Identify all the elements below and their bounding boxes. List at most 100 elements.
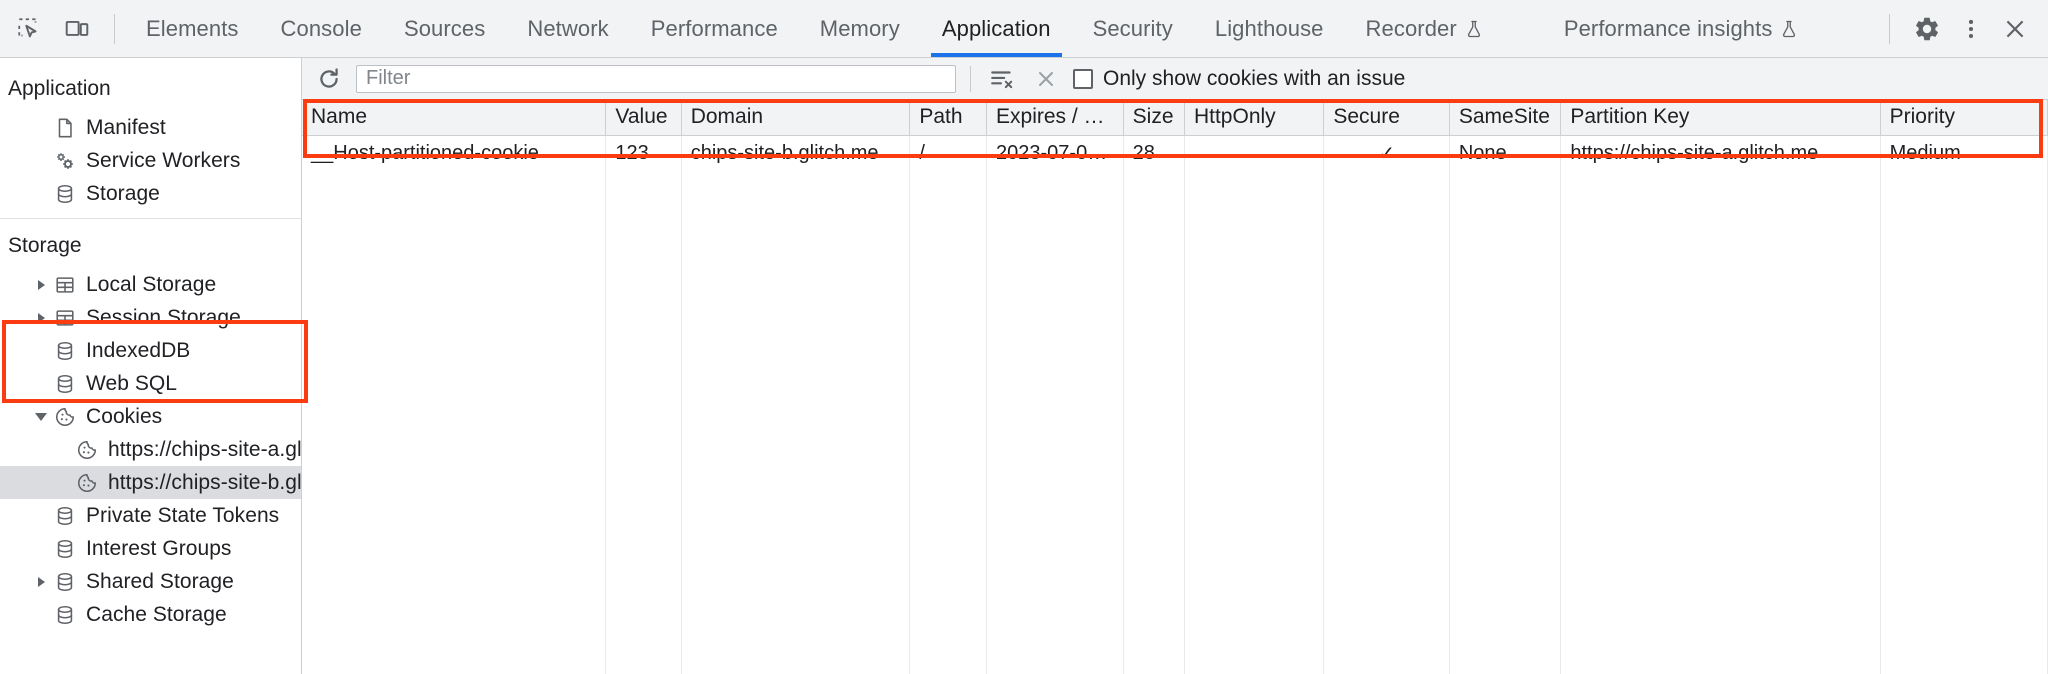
sidebar-item-label: Shared Storage bbox=[86, 569, 234, 593]
sidebar-item-indexeddb[interactable]: IndexedDB bbox=[0, 334, 301, 367]
table-filler-row bbox=[302, 315, 2048, 351]
panel-tabs: Elements Console Sources Network Performance… bbox=[125, 0, 1883, 57]
tab-application[interactable]: Application bbox=[921, 0, 1072, 57]
experimental-flask-icon bbox=[1464, 18, 1484, 40]
chevron-right-icon[interactable] bbox=[30, 279, 52, 290]
tab-memory[interactable]: Memory bbox=[799, 0, 921, 57]
more-vertical-icon[interactable] bbox=[1950, 8, 1992, 50]
cell-name: __Host-partitioned-cookie bbox=[302, 135, 607, 171]
filter-divider bbox=[970, 65, 971, 92]
tabbar-right-divider bbox=[1889, 13, 1890, 44]
inspect-element-icon[interactable] bbox=[8, 8, 50, 50]
table-filler-row bbox=[302, 243, 2048, 279]
sidebar-item-service-workers[interactable]: Service Workers bbox=[0, 144, 301, 177]
tab-spacer bbox=[1505, 0, 1543, 57]
tab-network[interactable]: Network bbox=[506, 0, 629, 57]
tab-elements[interactable]: Elements bbox=[125, 0, 260, 57]
tab-label: Console bbox=[280, 15, 362, 41]
cell-priority: Medium bbox=[1880, 135, 2048, 171]
column-header-priority[interactable]: Priority bbox=[1880, 100, 2048, 136]
table-filler-row bbox=[302, 423, 2048, 459]
sidebar-item-https-chips-site-b-glitch-me[interactable]: https://chips-site-b.glitch.me bbox=[0, 466, 301, 499]
sidebar-section-title: Storage bbox=[8, 234, 82, 257]
cell-expires-m: 2023-07-07… bbox=[986, 135, 1124, 171]
sidebar-item-private-state-tokens[interactable]: Private State Tokens bbox=[0, 499, 301, 532]
column-header-secure[interactable]: Secure bbox=[1323, 100, 1450, 136]
cell-secure: ✓ bbox=[1323, 135, 1450, 171]
column-header-samesite[interactable]: SameSite bbox=[1449, 100, 1562, 136]
sidebar-item-label: https://chips-site-a.glitch.me bbox=[108, 437, 302, 461]
column-header-partition-key[interactable]: Partition Key bbox=[1560, 100, 1881, 136]
tab-performance-insights[interactable]: Performance insights bbox=[1543, 0, 1821, 57]
sidebar-item-storage[interactable]: Storage bbox=[0, 177, 301, 210]
table-filler-row bbox=[302, 207, 2048, 243]
cookies-panel: Only show cookies with an issue NameValu… bbox=[302, 58, 2048, 674]
refresh-icon[interactable] bbox=[312, 62, 346, 96]
sidebar-item-label: Storage bbox=[86, 181, 160, 205]
gears-icon bbox=[52, 148, 78, 174]
tab-label: Performance insights bbox=[1563, 15, 1773, 41]
tab-recorder[interactable]: Recorder bbox=[1345, 0, 1505, 57]
column-header-domain[interactable]: Domain bbox=[681, 100, 911, 136]
column-header-httponly[interactable]: HttpOnly bbox=[1184, 100, 1325, 136]
cookie-icon bbox=[52, 404, 78, 430]
tab-performance[interactable]: Performance bbox=[630, 0, 799, 57]
table-filler-row bbox=[302, 279, 2048, 315]
sidebar-item-label: Local Storage bbox=[86, 272, 217, 296]
tab-label: Recorder bbox=[1365, 15, 1457, 41]
database-icon bbox=[52, 536, 78, 562]
column-header-value[interactable]: Value bbox=[605, 100, 682, 136]
chevron-right-icon[interactable] bbox=[30, 312, 52, 323]
device-toolbar-icon[interactable] bbox=[56, 8, 98, 50]
column-header-name[interactable]: Name bbox=[302, 100, 607, 136]
clear-filtered-icon[interactable] bbox=[985, 62, 1019, 96]
tab-label: Application bbox=[941, 15, 1051, 41]
column-header-path[interactable]: Path bbox=[909, 100, 988, 136]
search-input[interactable] bbox=[356, 64, 956, 93]
column-header-size[interactable]: Size bbox=[1123, 100, 1185, 136]
close-icon[interactable] bbox=[1994, 8, 2036, 50]
sidebar-item-web-sql[interactable]: Web SQL bbox=[0, 367, 301, 400]
table-filler-row bbox=[302, 639, 2048, 674]
cell-httponly bbox=[1184, 135, 1325, 171]
database-icon bbox=[52, 338, 78, 364]
sidebar-item-cache-storage[interactable]: Cache Storage bbox=[0, 598, 301, 631]
database-icon bbox=[52, 602, 78, 628]
devtools-tabbar: Elements Console Sources Network Performance… bbox=[0, 0, 2048, 58]
database-icon bbox=[52, 503, 78, 529]
chevron-down-icon[interactable] bbox=[30, 412, 52, 421]
tab-console[interactable]: Console bbox=[260, 0, 383, 57]
gear-icon[interactable] bbox=[1906, 8, 1948, 50]
tab-lighthouse[interactable]: Lighthouse bbox=[1194, 0, 1345, 57]
sidebar-item-interest-groups[interactable]: Interest Groups bbox=[0, 532, 301, 565]
database-icon bbox=[52, 181, 78, 207]
checkbox-box[interactable] bbox=[1073, 68, 1093, 89]
only-show-issues-checkbox[interactable]: Only show cookies with an issue bbox=[1073, 67, 1405, 91]
sidebar-item-session-storage[interactable]: Session Storage bbox=[0, 301, 301, 334]
sidebar-item-shared-storage[interactable]: Shared Storage bbox=[0, 565, 301, 598]
table-filler-row bbox=[302, 171, 2048, 207]
sidebar-item-cookies[interactable]: Cookies bbox=[0, 400, 301, 433]
tab-label: Network bbox=[527, 15, 609, 41]
sidebar-item-https-chips-site-a-glitch-me[interactable]: https://chips-site-a.glitch.me bbox=[0, 433, 301, 466]
database-icon bbox=[52, 569, 78, 595]
sidebar-item-label: Cache Storage bbox=[86, 602, 227, 626]
tab-security[interactable]: Security bbox=[1072, 0, 1194, 57]
column-header-expires-m[interactable]: Expires / M… bbox=[986, 100, 1124, 136]
sidebar-item-label: Private State Tokens bbox=[86, 503, 280, 527]
sidebar-item-manifest[interactable]: Manifest bbox=[0, 111, 301, 144]
sidebar-item-label: Manifest bbox=[86, 115, 166, 139]
sidebar-item-label: Session Storage bbox=[86, 305, 241, 329]
chevron-right-icon[interactable] bbox=[30, 576, 52, 587]
clear-all-icon[interactable] bbox=[1029, 62, 1063, 96]
tab-sources[interactable]: Sources bbox=[383, 0, 506, 57]
tab-label: Sources bbox=[403, 15, 486, 41]
sidebar-item-local-storage[interactable]: Local Storage bbox=[0, 268, 301, 301]
tab-label: Performance bbox=[650, 15, 778, 41]
sidebar-divider bbox=[0, 218, 301, 219]
cell-partition-key: https://chips-site-a.glitch.me bbox=[1560, 135, 1881, 171]
